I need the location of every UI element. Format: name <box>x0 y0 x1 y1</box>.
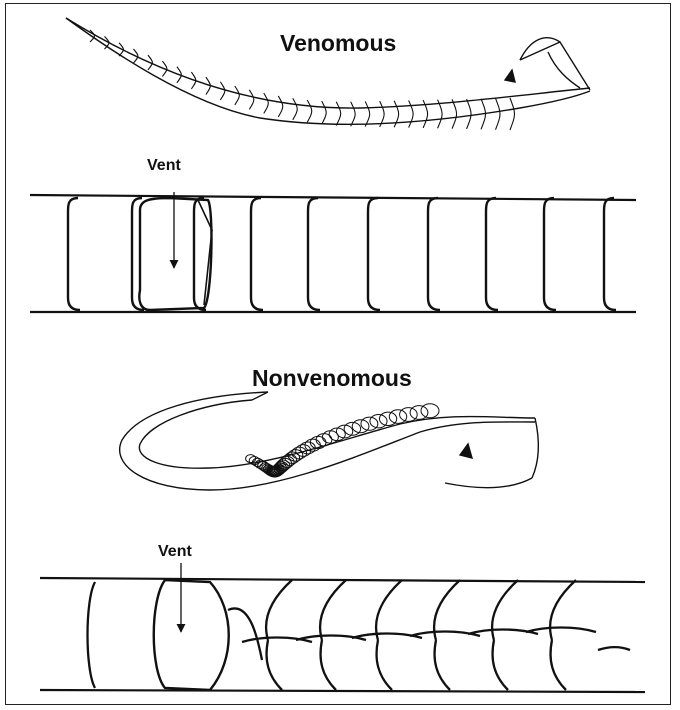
subcaudal-scale <box>551 640 566 690</box>
venomous-tail-illustration <box>66 18 590 124</box>
nonvenomous-tail-illustration <box>120 392 539 490</box>
tail-scale <box>421 404 439 418</box>
subcaudal-scale <box>526 628 596 633</box>
tail-scale <box>370 415 387 428</box>
subcaudal-scale <box>266 580 292 640</box>
tail-scale <box>235 86 240 105</box>
ventral-scale <box>486 198 498 310</box>
tail-scale <box>264 93 269 113</box>
tail-scale <box>496 98 501 129</box>
tail-scale <box>322 101 327 124</box>
ventral-scale <box>368 198 380 310</box>
tail-scale <box>310 436 326 448</box>
subcaudal-scale <box>267 640 282 690</box>
ventral-scale <box>88 582 96 688</box>
ventral-scale <box>604 198 616 310</box>
venomous-tail-scales <box>90 30 515 130</box>
tail-scale <box>351 102 356 126</box>
tail-scale <box>365 101 370 126</box>
ventral-scale <box>251 198 263 310</box>
anal-plate <box>154 580 229 690</box>
subcaudal-scale <box>228 608 262 660</box>
ventral-scale <box>544 198 556 310</box>
subcaudal-scale <box>598 647 630 650</box>
subcaudal-scale <box>321 640 336 690</box>
tail-scale <box>389 410 406 424</box>
subcaudal-scale <box>493 640 508 690</box>
tail-scale <box>410 406 428 420</box>
nonvenomous-underside <box>40 563 645 692</box>
ventral-scale <box>428 198 440 310</box>
subcaudal-scale <box>377 640 392 690</box>
subcaudal-scale <box>320 580 346 640</box>
subcaudal-scale <box>435 640 450 690</box>
subcaudal-scale <box>376 580 402 640</box>
tail-scale <box>336 102 341 126</box>
tail-scale <box>510 98 515 130</box>
tail-scale <box>293 98 298 120</box>
tail-scale <box>307 100 312 122</box>
tail-scale <box>409 100 414 127</box>
ventral-scale <box>308 198 320 310</box>
tail-scale <box>379 412 396 425</box>
subcaudal-scale <box>550 580 576 640</box>
tail-scale <box>361 417 378 430</box>
venomous-underside <box>30 192 636 312</box>
tail-scale <box>249 90 254 110</box>
tail-scale <box>400 408 418 422</box>
ventral-scale <box>132 198 144 310</box>
ventral-scale <box>68 198 80 310</box>
tail-scale <box>220 82 225 100</box>
tail-scale <box>278 96 283 117</box>
tail-scale <box>467 99 472 129</box>
anal-plate <box>139 198 211 310</box>
tail-scale <box>246 455 256 463</box>
tail-scale <box>452 99 457 128</box>
